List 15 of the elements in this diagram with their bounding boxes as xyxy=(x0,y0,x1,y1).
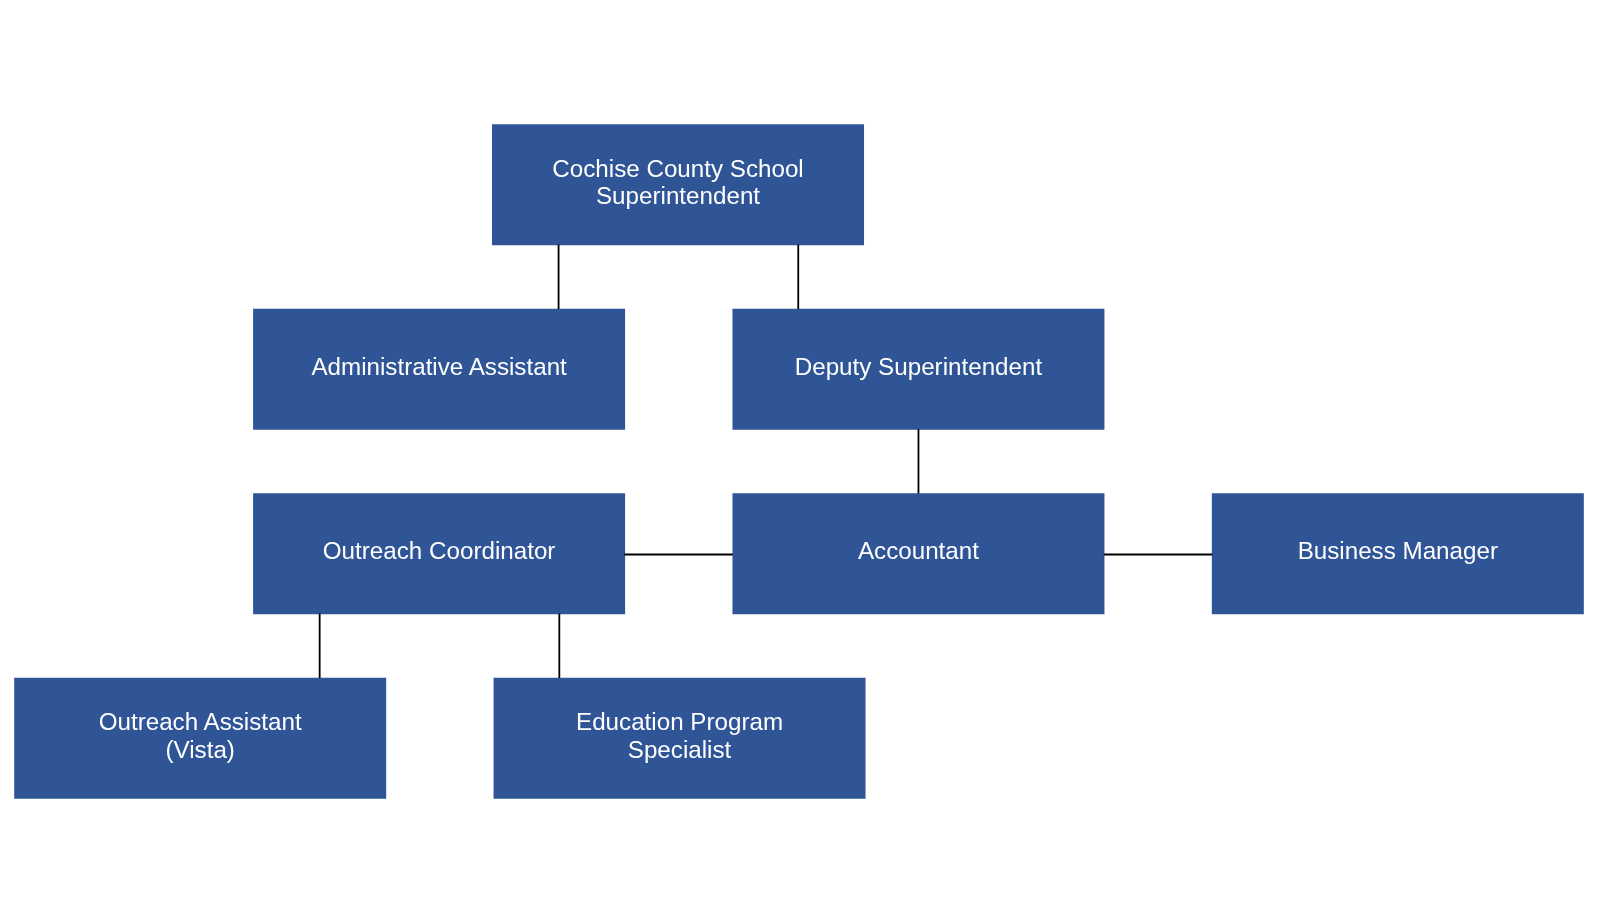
connector xyxy=(558,612,561,679)
node-box: Education Program Specialist xyxy=(493,677,866,799)
node-box: Cochise County School Superintendent xyxy=(492,123,865,245)
connector xyxy=(623,553,734,555)
connector xyxy=(318,612,321,679)
connector xyxy=(917,427,920,494)
node-box: Business Manager xyxy=(1211,492,1584,614)
node-box: Outreach Assistant (Vista) xyxy=(14,677,387,799)
connector xyxy=(797,243,800,310)
node-box: Administrative Assistant xyxy=(253,308,626,430)
connector xyxy=(1102,553,1214,555)
connector xyxy=(557,243,560,310)
node-box: Accountant xyxy=(732,492,1105,614)
node-box: Deputy Superintendent xyxy=(732,308,1105,430)
node-box: Outreach Coordinator xyxy=(253,492,626,614)
